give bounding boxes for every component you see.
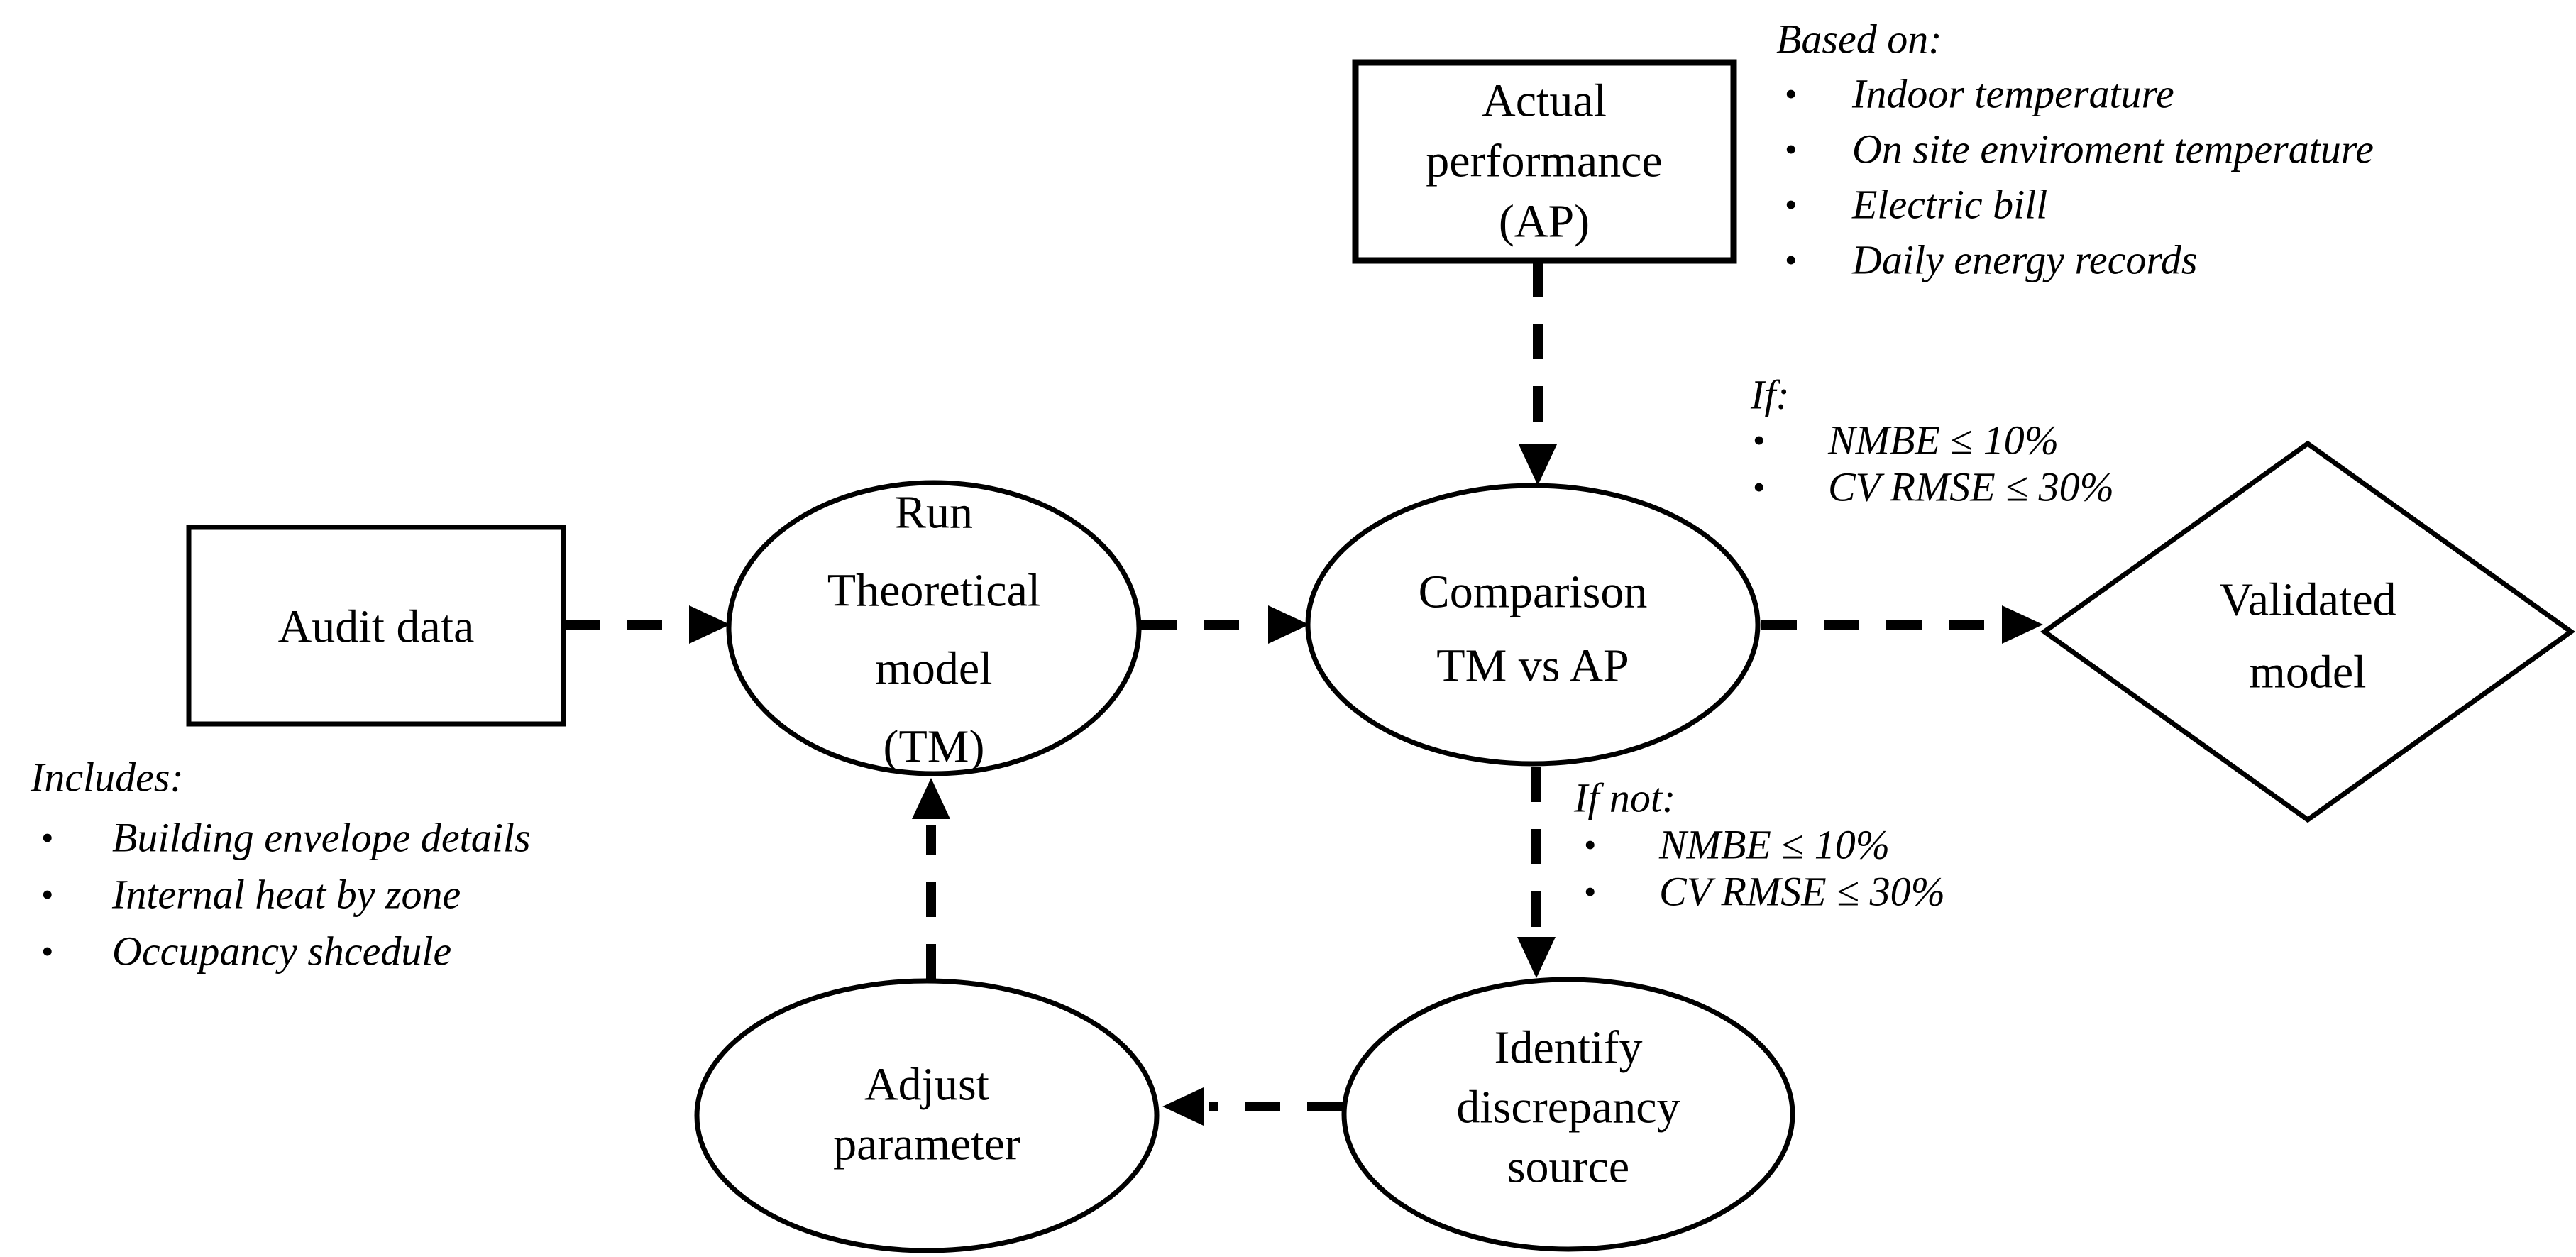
arrowhead-right-icon	[689, 605, 730, 644]
based-on-title: Based on:	[1776, 16, 1942, 62]
annotation-if-not: If not: • NMBE ≤ 10% • CV RMSE ≤ 30%	[1573, 775, 1945, 915]
validated-model-diamond	[2040, 440, 2576, 823]
node-run-theoretical-model: Run Theoretical model (TM)	[726, 480, 1142, 776]
node-audit-data: Audit data	[186, 525, 566, 727]
based-on-item-3: Electric bill	[1851, 182, 2047, 228]
actual-performance-label-line-2: performance	[1426, 136, 1662, 187]
audit-data-label: Audit data	[278, 601, 475, 653]
bullet-icon: •	[1753, 467, 1766, 507]
bullet-icon: •	[1785, 240, 1798, 280]
annotation-based-on: Based on: • Indoor temperature • On site…	[1776, 16, 2374, 283]
arrow-comparison-to-validated	[1761, 605, 2043, 644]
arrowhead-up-icon	[912, 778, 950, 819]
bullet-icon: •	[1785, 185, 1798, 224]
actual-performance-label-line-1: Actual	[1482, 75, 1607, 127]
includes-title: Includes:	[30, 754, 184, 801]
node-validated-model: Validated model	[2040, 440, 2576, 823]
based-on-item-1: Indoor temperature	[1851, 71, 2174, 117]
identify-discrepancy-ellipse	[1341, 977, 1795, 1252]
arrow-run-to-comparison	[1141, 605, 1309, 644]
bullet-icon: •	[41, 931, 54, 971]
bullet-icon: •	[41, 818, 54, 857]
comparison-ellipse	[1305, 483, 1761, 767]
arrow-audit-to-run	[564, 605, 730, 644]
node-adjust-parameter: Adjust parameter	[694, 978, 1160, 1253]
arrowhead-right-icon	[1268, 605, 1309, 644]
validated-model-label-line-2: model	[2250, 647, 2367, 698]
arrowhead-down-icon	[1517, 937, 1556, 978]
arrow-comparison-to-identify	[1517, 767, 1556, 978]
bullet-icon: •	[1584, 872, 1597, 911]
bullet-icon: •	[1753, 420, 1766, 460]
if-title: If:	[1750, 372, 1790, 418]
identify-label-line-1: Identify	[1495, 1022, 1643, 1074]
bullet-icon: •	[1584, 825, 1597, 864]
identify-label-line-2: discrepancy	[1456, 1082, 1680, 1134]
node-actual-performance: Actual performance (AP)	[1352, 59, 1737, 264]
bullet-icon: •	[1785, 74, 1798, 114]
actual-performance-label-line-3: (AP)	[1499, 196, 1590, 248]
arrowhead-down-icon	[1519, 444, 1557, 485]
if-not-item-2: CV RMSE ≤ 30%	[1659, 869, 1945, 915]
arrow-adjust-to-run	[912, 778, 950, 979]
arrowhead-right-icon	[2002, 605, 2043, 644]
run-model-label-line-2: Theoretical	[827, 565, 1040, 617]
adjust-parameter-ellipse	[694, 978, 1160, 1253]
if-not-title: If not:	[1573, 775, 1675, 821]
if-not-item-1: NMBE ≤ 10%	[1658, 822, 1890, 868]
based-on-item-4: Daily energy records	[1851, 237, 2197, 283]
arrowhead-left-icon	[1162, 1087, 1204, 1126]
validated-model-label-line-1: Validated	[2219, 574, 2396, 626]
if-item-1: NMBE ≤ 10%	[1827, 417, 2059, 463]
node-comparison: Comparison TM vs AP	[1305, 483, 1761, 767]
if-item-2: CV RMSE ≤ 30%	[1828, 464, 2114, 510]
comparison-label-line-2: TM vs AP	[1436, 640, 1629, 692]
comparison-label-line-1: Comparison	[1419, 566, 1648, 618]
annotation-includes: Includes: • Building envelope details • …	[30, 754, 531, 975]
bullet-icon: •	[1785, 129, 1798, 169]
includes-item-3: Occupancy shcedule	[112, 928, 451, 975]
arrow-identify-to-adjust	[1162, 1087, 1343, 1126]
run-theoretical-model-ellipse	[726, 480, 1142, 776]
run-model-label-line-1: Run	[895, 487, 973, 539]
annotation-if: If: • NMBE ≤ 10% • CV RMSE ≤ 30%	[1750, 372, 2114, 510]
identify-label-line-3: source	[1507, 1141, 1629, 1193]
adjust-label-line-2: parameter	[833, 1119, 1020, 1170]
includes-item-2: Internal heat by zone	[111, 872, 461, 918]
arrow-actual-performance-to-comparison	[1519, 261, 1557, 485]
run-model-label-line-3: model	[876, 643, 993, 695]
audit-data-box	[186, 525, 566, 727]
run-model-label-line-4: (TM)	[884, 721, 985, 773]
based-on-item-2: On site enviroment temperature	[1852, 126, 2374, 172]
includes-item-1: Building envelope details	[112, 815, 531, 861]
bullet-icon: •	[41, 874, 54, 914]
adjust-label-line-1: Adjust	[864, 1059, 989, 1111]
node-identify-discrepancy-source: Identify discrepancy source	[1341, 977, 1795, 1252]
actual-performance-box	[1352, 59, 1737, 264]
